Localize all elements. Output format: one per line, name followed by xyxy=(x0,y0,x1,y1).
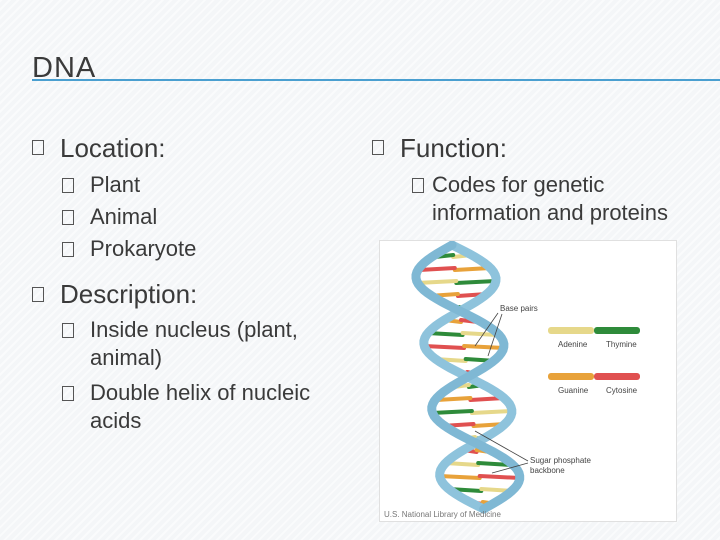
base-pair-rung xyxy=(417,266,457,272)
dna-double-helix-image: Base pairs Adenine Thymine Guanine Cytos… xyxy=(379,240,677,522)
base-pair-rung xyxy=(460,331,500,337)
base-pair-rung xyxy=(414,279,459,285)
description-item-1-line1: Inside nucleus (plant, xyxy=(90,317,298,342)
backbone-label-line1: Sugar phosphate xyxy=(530,456,591,465)
title-underline xyxy=(32,79,720,81)
description-heading: Description: xyxy=(60,279,198,309)
base-pair-rung xyxy=(430,409,474,415)
base-pair-rung xyxy=(434,396,473,402)
description-item-2-line2: acids xyxy=(90,408,142,433)
location-item-prokaryote: Prokaryote xyxy=(90,236,197,261)
adenine-label: Adenine xyxy=(558,340,588,349)
slide-title: DNA xyxy=(32,52,97,84)
image-credit: U.S. National Library of Medicine xyxy=(384,510,501,519)
adenine-swatch xyxy=(548,327,594,334)
backbone-label-line2: backbone xyxy=(530,466,565,475)
bullet-icon xyxy=(62,386,74,405)
bullet-icon xyxy=(32,287,44,306)
guanine-swatch xyxy=(548,373,594,380)
function-item-line1: Codes for genetic xyxy=(432,172,605,197)
base-pair-rung xyxy=(476,461,513,467)
base-pair-rung xyxy=(477,474,522,480)
cytosine-label: Cytosine xyxy=(606,386,638,395)
base-pair-rung xyxy=(437,474,482,480)
backbone-leader-line xyxy=(474,430,529,462)
base-pair-rung xyxy=(462,344,506,350)
bullet-icon xyxy=(62,178,74,197)
base-pairs-leader-line xyxy=(474,312,499,347)
bullet-icon xyxy=(62,210,74,229)
thymine-swatch xyxy=(594,327,640,334)
bullet-icon xyxy=(32,140,44,159)
base-pair-rung xyxy=(422,344,467,350)
bullet-icon xyxy=(62,323,74,342)
dna-helix-illustration: Base pairs Adenine Thymine Guanine Cytos… xyxy=(384,241,640,519)
description-item-1-line2: animal) xyxy=(90,345,163,370)
bullet-icon xyxy=(412,178,424,197)
backbone-leader-line xyxy=(491,462,529,474)
guanine-label: Guanine xyxy=(558,386,589,395)
base-pairs-label: Base pairs xyxy=(500,304,538,313)
location-item-plant: Plant xyxy=(90,172,141,197)
function-heading: Function: xyxy=(400,133,507,163)
bullet-icon xyxy=(372,140,384,159)
description-item-2-line1: Double helix of nucleic xyxy=(90,380,311,405)
base-pairs-leader-line xyxy=(487,313,503,357)
base-pair-rung xyxy=(469,409,514,415)
location-item-animal: Animal xyxy=(90,204,158,229)
bullet-icon xyxy=(62,242,74,261)
function-item-line2: information and proteins xyxy=(432,200,669,225)
cytosine-swatch xyxy=(594,373,640,380)
base-pair-rung xyxy=(454,279,498,285)
backbone-strand-b xyxy=(411,241,525,514)
thymine-label: Thymine xyxy=(606,340,637,349)
location-heading: Location: xyxy=(60,133,166,163)
